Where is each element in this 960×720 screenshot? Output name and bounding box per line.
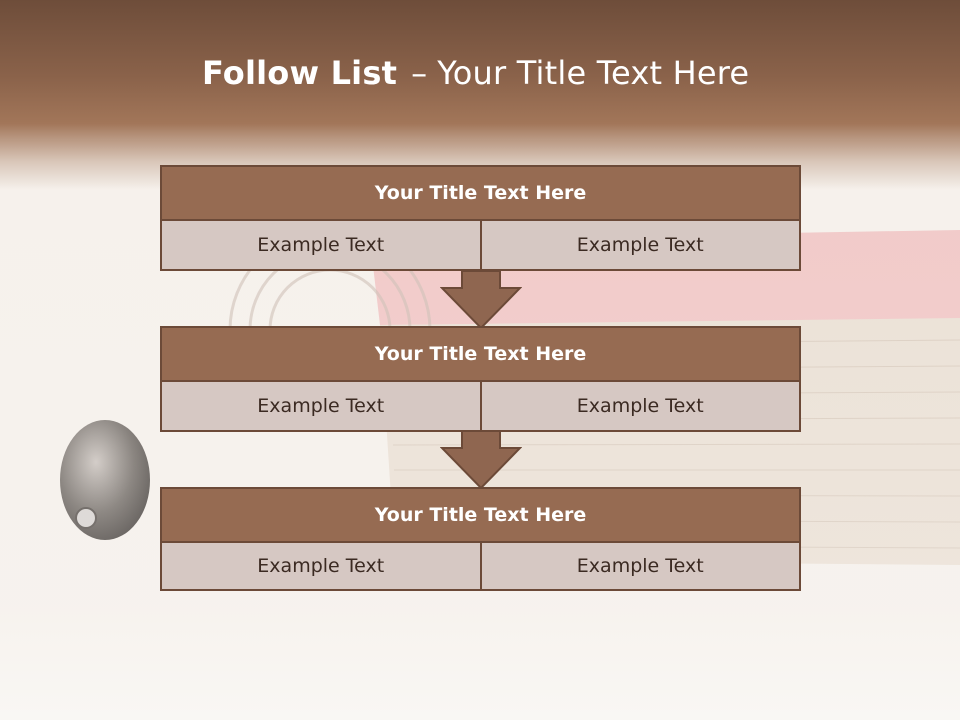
block-cell-right: Example Text xyxy=(479,543,801,591)
title-dash: – xyxy=(411,54,428,92)
header-band xyxy=(0,0,960,190)
slide-title: Follow List–Your Title Text Here xyxy=(202,54,749,92)
block-row: Example Text Example Text xyxy=(160,382,801,432)
block-cell-left: Example Text xyxy=(160,382,482,432)
title-bold: Follow List xyxy=(202,54,398,92)
block-row: Example Text Example Text xyxy=(160,221,801,271)
block-title: Your Title Text Here xyxy=(160,165,801,221)
block-cell-right: Example Text xyxy=(479,382,801,432)
block-title: Your Title Text Here xyxy=(160,487,801,543)
title-rest: Your Title Text Here xyxy=(437,54,750,92)
block-cell-left: Example Text xyxy=(160,543,482,591)
down-arrow-icon xyxy=(440,430,522,490)
block-cell-right: Example Text xyxy=(479,221,801,271)
block-cell-left: Example Text xyxy=(160,221,482,271)
block-title: Your Title Text Here xyxy=(160,326,801,382)
down-arrow-icon xyxy=(440,270,522,330)
block-row: Example Text Example Text xyxy=(160,543,801,591)
